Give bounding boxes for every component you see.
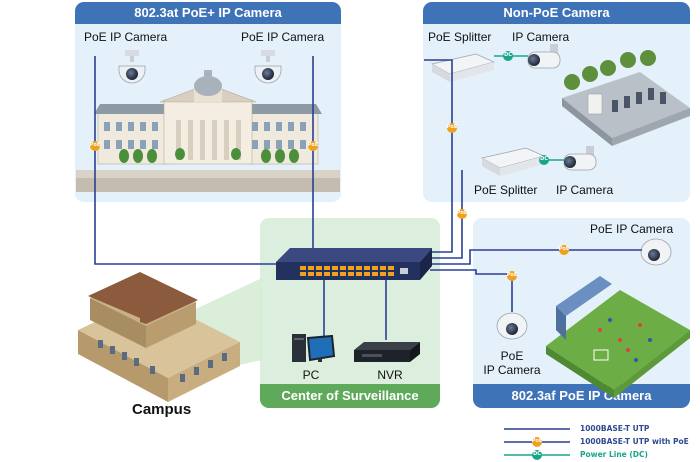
poe-badge-text-2: PoE xyxy=(307,142,319,148)
poe-plus-camera-right-label: PoE IP Camera xyxy=(241,30,325,44)
poe-badge-icons xyxy=(90,123,569,281)
poe-af-camera-right-icon xyxy=(640,238,672,266)
ip-camera-top-icon xyxy=(527,44,561,69)
legend-utp-label: 1000BASE-T UTP xyxy=(580,424,650,433)
poe-badge-text-6: PoE xyxy=(506,272,518,278)
poe-af-camera-right-label: PoE IP Camera xyxy=(590,222,674,236)
campus-label: Campus xyxy=(132,401,192,418)
poe-badge-text-4: PoE xyxy=(456,210,468,216)
poe-badge-text-legend: PoE xyxy=(531,438,543,444)
pc-icon xyxy=(292,334,336,362)
poe-af-camera-left-icon xyxy=(496,312,528,340)
legend-icons xyxy=(504,428,570,460)
splitter-bottom-label: PoE Splitter xyxy=(474,183,538,197)
poe-plus-panel-title: 802.3at PoE+ IP Camera xyxy=(75,2,341,24)
dc-badge-text-1: DC xyxy=(504,52,512,58)
legend-power-line-label: Power Line (DC) xyxy=(580,450,648,459)
poe-splitter-top-icon xyxy=(431,53,496,82)
ip-camera-bottom-label: IP Camera xyxy=(556,183,614,197)
poe-badge-text-3: PoE xyxy=(446,124,458,130)
poe-switch-icon xyxy=(276,248,432,280)
parking-lot-scene xyxy=(562,50,690,146)
poe-plus-camera-left-icon xyxy=(118,50,146,84)
nvr-icon xyxy=(354,342,420,362)
poe-af-camera-left-label-line2: IP Camera xyxy=(483,363,541,377)
stadium-scene xyxy=(546,276,690,398)
splitter-top-label: PoE Splitter xyxy=(428,30,492,44)
poe-splitter-bottom-icon xyxy=(481,147,546,176)
nvr-label: NVR xyxy=(377,368,403,382)
campus-main-building xyxy=(76,70,340,192)
dc-badge-text-2: DC xyxy=(540,156,548,162)
pc-label: PC xyxy=(302,368,320,382)
campus-building-icon xyxy=(78,272,240,402)
poe-plus-camera-right-icon xyxy=(254,50,282,84)
legend-utp-poe-label: 1000BASE-T UTP with PoE xyxy=(580,437,689,446)
non-poe-panel-title: Non-PoE Camera xyxy=(423,2,690,24)
dc-power-lines xyxy=(494,55,564,161)
dc-badge-text-legend: DC xyxy=(533,451,541,457)
poe-af-camera-left-label-line1: PoE xyxy=(500,349,524,363)
poe-plus-panel: 802.3at PoE+ IP Camera xyxy=(75,2,341,202)
center-panel-title: Center of Surveillance xyxy=(260,384,440,408)
dc-badge-icons xyxy=(503,51,549,165)
poe-badge-text-5: PoE xyxy=(558,246,570,252)
poe-badge-text-1: PoE xyxy=(89,142,101,148)
utp-cables xyxy=(94,56,642,340)
ip-camera-top-label: IP Camera xyxy=(512,30,570,44)
ip-camera-bottom-icon xyxy=(563,146,597,171)
poe-plus-camera-left-label: PoE IP Camera xyxy=(84,30,168,44)
